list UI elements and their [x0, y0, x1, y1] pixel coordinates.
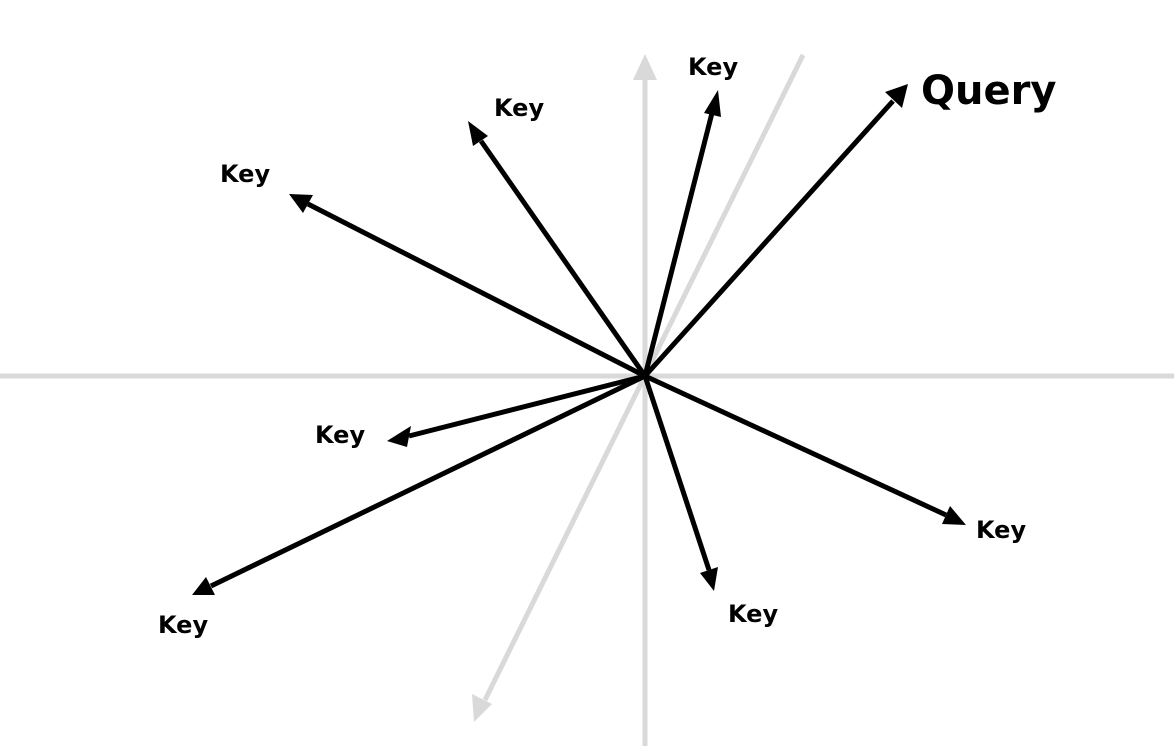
key-vector-line: [209, 373, 647, 589]
key-vector-arrowhead: [942, 506, 966, 525]
key-vector-7: Key: [643, 373, 1026, 544]
key-vector-arrowhead: [289, 194, 313, 213]
key-vector-arrowhead: [704, 90, 721, 117]
key-label: Key: [220, 160, 270, 188]
key-vector-2: Key: [468, 94, 648, 378]
key-label: Key: [494, 94, 544, 122]
reference-axes: [0, 53, 1174, 746]
query-vector-line: [643, 99, 895, 378]
diagonal-axis-arrowhead: [472, 694, 492, 722]
key-label: Key: [728, 600, 778, 628]
key-vector-line: [642, 375, 712, 571]
key-label: Key: [976, 516, 1026, 544]
key-vector-line: [642, 112, 715, 377]
key-label: Key: [315, 421, 365, 449]
query-vector: Query: [643, 68, 1056, 378]
vertical-axis-arrowhead: [633, 54, 657, 80]
key-vector-arrowhead: [387, 426, 411, 447]
key-vector-arrowhead: [468, 121, 488, 146]
key-vector-line: [408, 373, 646, 439]
key-label: Key: [158, 611, 208, 639]
key-vector-4: Key: [315, 373, 646, 449]
key-vector-1: Key: [642, 53, 738, 377]
key-label: Key: [688, 53, 738, 81]
key-vector-6: Key: [642, 375, 778, 628]
query-vector-arrowhead: [885, 84, 908, 108]
query-label: Query: [921, 68, 1056, 114]
key-vector-5: Key: [158, 373, 647, 639]
key-vector-arrowhead: [700, 567, 718, 591]
key-vector-3: Key: [220, 160, 647, 379]
key-vector-line: [478, 139, 648, 378]
key-vector-line: [643, 373, 948, 518]
key-vector-line: [306, 201, 647, 379]
key-vector-arrowhead: [192, 577, 215, 595]
